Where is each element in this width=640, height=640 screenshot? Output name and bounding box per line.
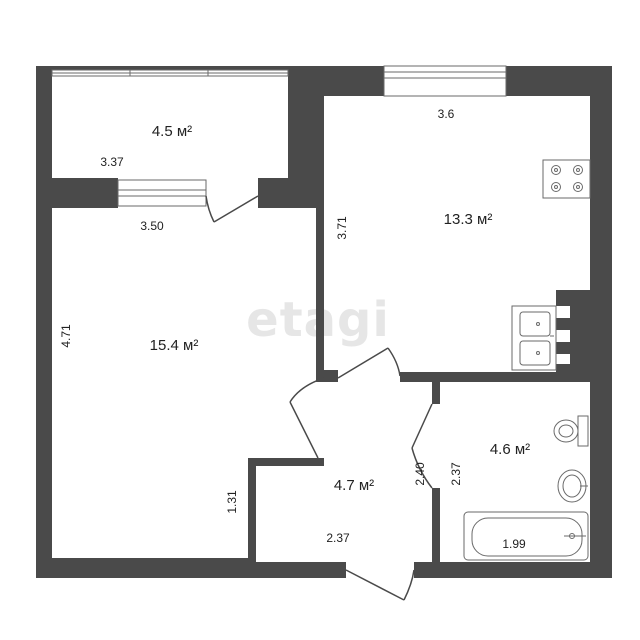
- living-room-width-dimension: 3.50: [140, 219, 164, 233]
- doors: [205, 195, 433, 601]
- hallway-width-dimension: 2.37: [326, 531, 350, 545]
- kitchen-area-label: 13.3 м²: [444, 211, 493, 228]
- hallway-depth-dimension: 2.40: [413, 462, 427, 486]
- kitchen-sink-icon: [511, 305, 557, 371]
- washbasin-icon: [557, 469, 588, 503]
- bathtub-icon: [463, 511, 589, 561]
- stove-icon: [542, 159, 591, 199]
- toilet-icon: [553, 415, 589, 447]
- hallway-area-label: 4.7 м²: [334, 477, 374, 494]
- kitchen-depth-dimension: 3.71: [335, 216, 349, 240]
- balcony-width-dimension: 3.37: [100, 155, 124, 169]
- kitchen-width-dimension: 3.6: [438, 107, 455, 121]
- living-room-depth-dimension: 4.71: [59, 324, 73, 348]
- bathroom-depth-dimension: 2.37: [449, 462, 463, 486]
- living-room-area-label: 15.4 м²: [150, 337, 199, 354]
- balcony-area-label: 4.5 м²: [152, 123, 192, 140]
- hall-wall-dimension: 1.31: [225, 490, 239, 514]
- walls: [36, 66, 612, 578]
- bathtub-length-dimension: 1.99: [502, 537, 526, 551]
- windows: [51, 65, 507, 207]
- bathroom-area-label: 4.6 м²: [490, 441, 530, 458]
